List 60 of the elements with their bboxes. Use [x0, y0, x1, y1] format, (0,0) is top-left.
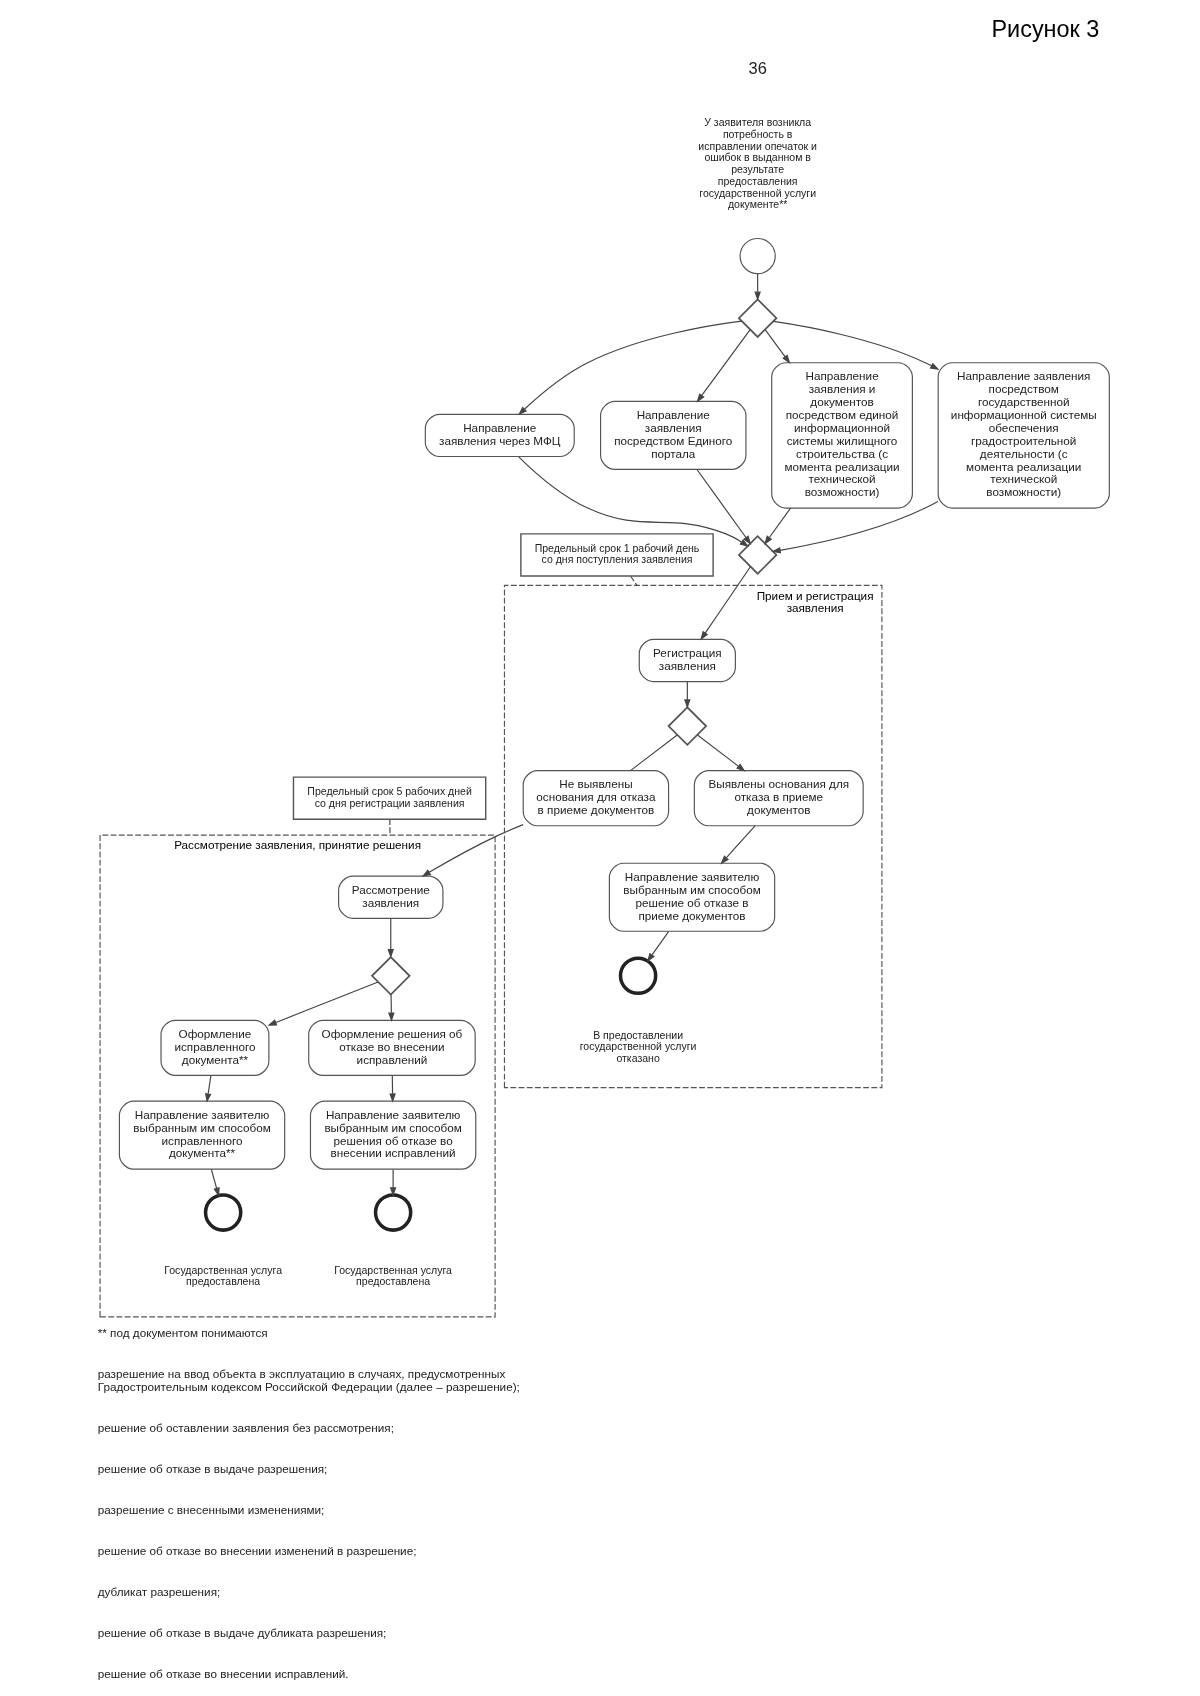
label: решение об отказе во внесении исправлений. [97, 1666, 349, 1680]
node-diamond [667, 706, 708, 747]
label: решение об отказе в выдаче разрешения; [97, 1461, 328, 1475]
node-box: Выявлены основания для отказа в приеме документов [693, 770, 864, 827]
label: ** под документом понимаются [97, 1325, 268, 1339]
node-label: Государственная услуга предоставлена [164, 1263, 283, 1288]
label: разрешение с внесенными изменениями; [97, 1502, 325, 1516]
node-diamond [737, 298, 778, 339]
diagram-title: Рисунок 3 [991, 15, 1100, 42]
label: разрешение на ввод объекта в эксплуатацию в случаях, предусмотренных Градостроительным кодексом Российской Федерации (далее – разрешение); [97, 1366, 520, 1393]
node-box: Предельный срок 5 рабочих дней со дня регистрации заявления [292, 776, 487, 820]
node-box: Направление заявления и документов посредством единой информационной системы жилищного строительства (с момента реализации технической возможности) [771, 362, 913, 509]
connector [629, 734, 678, 772]
node-box: Оформление исправленного документа** [160, 1019, 270, 1076]
arrow [764, 507, 792, 545]
arrow [204, 1074, 212, 1103]
connector [630, 575, 638, 586]
arrow [210, 1168, 220, 1197]
connector [389, 818, 391, 836]
arrow [421, 824, 524, 877]
node-box: Предельный срок 1 рабочий день со дня поступления заявления [520, 533, 714, 577]
node-circle [203, 1193, 243, 1232]
node-box: Направление заявителю выбранным им способом исправленного документа** [118, 1100, 286, 1170]
label: дубликат разрешения; [97, 1584, 221, 1598]
arrow [773, 320, 940, 370]
arrow [388, 993, 395, 1022]
arrow [700, 566, 751, 641]
node-diamond [370, 955, 411, 996]
arrow [696, 734, 746, 772]
node-label: У заявителя возникла потребность в исправлении опечаток и ошибок в выданном в результате предоставления государственной услуги документе** [698, 116, 817, 211]
arrow [387, 917, 395, 959]
node-circle [373, 1193, 413, 1232]
arrow [696, 468, 752, 545]
node-box: Направление заявления посредством государственной информационной системы обеспечения градостроительной деятельности (с момента реализации технической возможности) [937, 362, 1110, 509]
arrow [720, 825, 756, 865]
label: 36 [748, 59, 767, 78]
node-box: Направление заявления через МФЦ [424, 413, 575, 458]
arrow [518, 320, 742, 416]
node-box: Направление заявителю выбранным им способом решения об отказе во внесении исправлений [309, 1100, 477, 1170]
label: решение об отказе в выдаче дубликата разрешения; [97, 1625, 387, 1639]
node-circle [618, 956, 658, 996]
arrow [389, 1074, 396, 1103]
node-label: Государственная услуга предоставлена [334, 1263, 452, 1288]
arrow [518, 456, 750, 548]
arrow [764, 328, 791, 364]
label: решение об отказе во внесении изменений в разрешение; [97, 1543, 417, 1557]
arrow [646, 931, 670, 963]
node-box: Рассмотрение заявления [338, 875, 444, 919]
node-box: Направление заявителю выбранным им способом решение об отказе в приеме документов [608, 862, 776, 932]
arrow [771, 500, 939, 554]
arrow [267, 981, 379, 1026]
node-box: Оформление решения об отказе во внесении исправлений [308, 1019, 476, 1076]
node-label: В предоставлении государственной услуги отказано [579, 1028, 697, 1065]
node-box: Не выявлены основания для отказа в приеме документов [522, 770, 670, 827]
arrow [696, 328, 751, 403]
label: решение об оставлении заявления без рассмотрения; [97, 1420, 394, 1434]
arrow [389, 1168, 397, 1197]
node-box: Направление заявления посредством Единого портала [600, 400, 747, 470]
node-circle [739, 237, 776, 275]
node-box: Регистрация заявления [638, 638, 736, 683]
